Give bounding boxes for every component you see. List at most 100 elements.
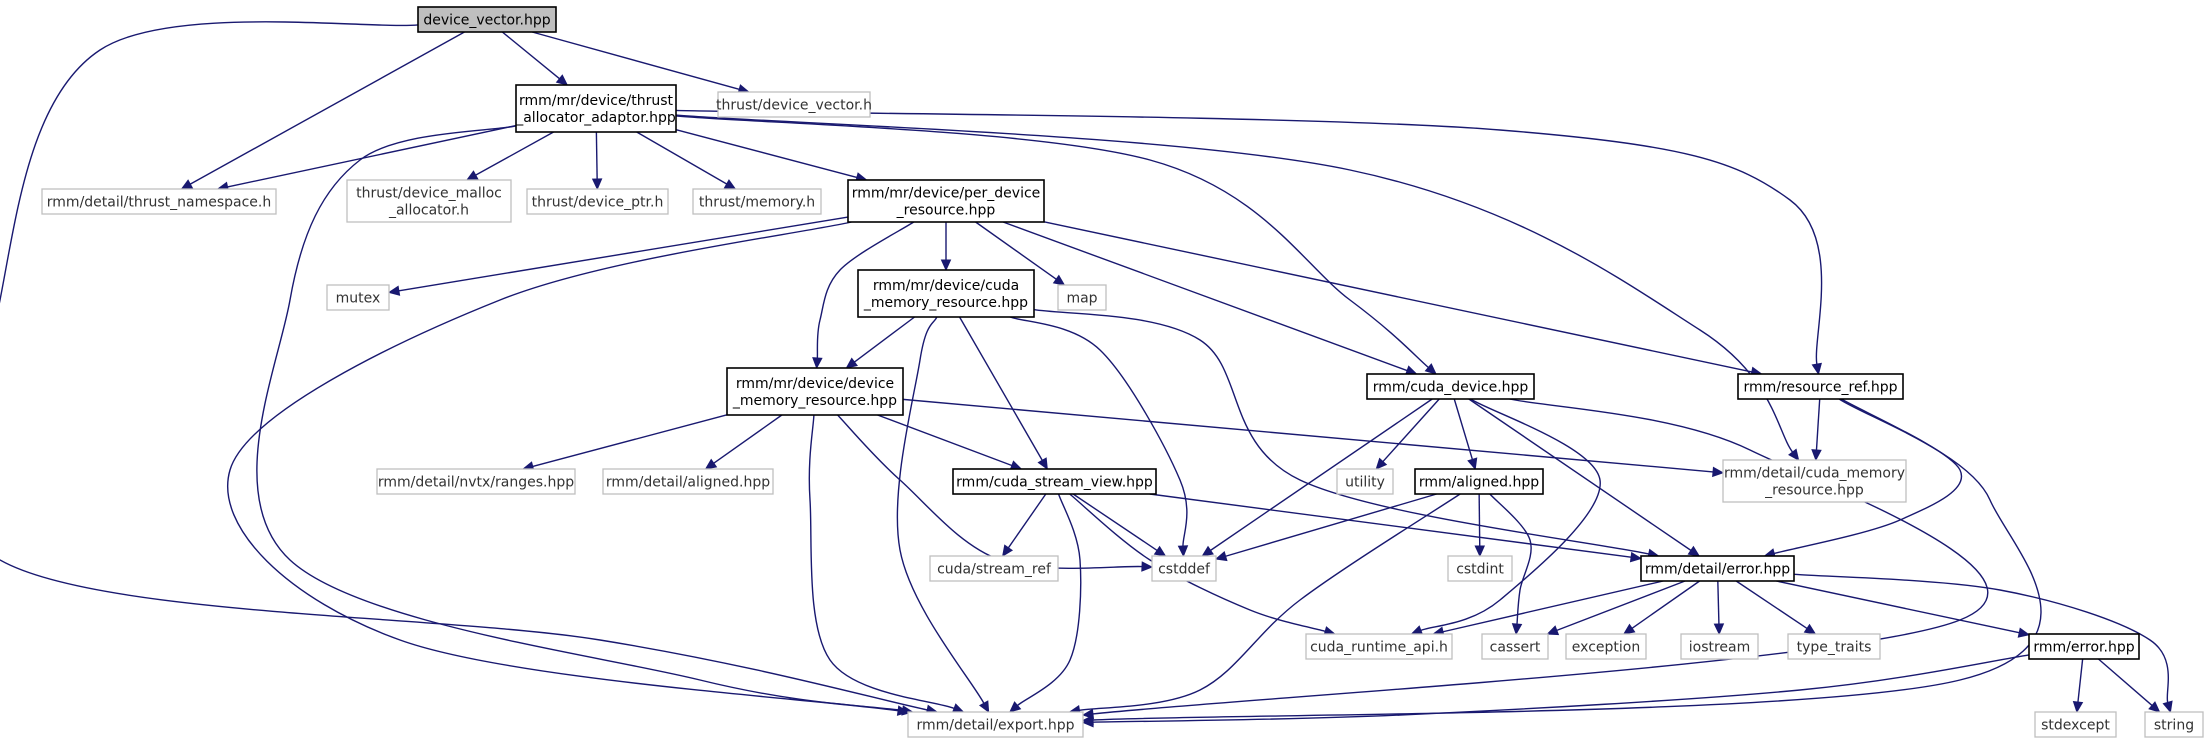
graph-nodes: device_vector.hpprmm/mr/device/thrust_al… (41, 6, 2204, 738)
node-label: thrust/memory.h (699, 195, 815, 211)
node-label: rmm/mr/device/device (736, 376, 894, 392)
edge-cuda_device-to-cstddef (1201, 398, 1433, 557)
node-per-device-resource[interactable]: rmm/mr/device/per_device_resource.hpp (847, 179, 1045, 223)
node-label: iostream (1689, 640, 1751, 656)
node-label: cassert (1490, 640, 1541, 656)
edge-per_device_resource-to-resource_ref (1043, 221, 1763, 377)
edge-rmm_aligned-to-cstddef (1214, 493, 1437, 562)
node-exception: exception (1565, 633, 1647, 660)
edge-device_vector-to-thrust_alloc (501, 31, 569, 86)
node-device-ptr: thrust/device_ptr.h (526, 188, 669, 215)
node-cuda-memory-resource[interactable]: rmm/mr/device/cuda_memory_resource.hpp (857, 269, 1035, 318)
node-label: rmm/mr/device/cuda (873, 278, 1019, 294)
node-label: rmm/detail/error.hpp (1645, 562, 1790, 578)
node-label: rmm/detail/nvtx/ranges.hpp (378, 475, 574, 491)
node-cuda-runtime-api: cuda_runtime_api.h (1305, 633, 1453, 660)
node-label: cstdint (1456, 562, 1504, 578)
node-label: _resource.hpp (896, 203, 996, 219)
graph-edges (0, 21, 2173, 728)
edge-thrust_alloc-to-detail_cuda_memory_resource (675, 114, 1800, 461)
edge-detail_error-to-cassert (1546, 580, 1686, 636)
node-device-vector[interactable]: device_vector.hpp (417, 6, 557, 33)
node-label: rmm/detail/thrust_namespace.h (47, 195, 271, 211)
edge-cuda_stream_view-to-detail_error (1149, 493, 1643, 563)
node-thrust-alloc[interactable]: rmm/mr/device/thrust_allocator_adaptor.h… (515, 84, 677, 133)
edge-detail_error-to-type_traits (1735, 580, 1817, 635)
edge-cuda_stream_view-to-cuda_stream_ref (1001, 493, 1047, 558)
edge-detail_error-to-rmm_error (1776, 580, 2031, 638)
node-label: mutex (336, 291, 381, 307)
edge-device_memory_resource-to-cuda_stream_view (877, 414, 1023, 471)
node-label: _memory_resource.hpp (863, 295, 1028, 311)
edge-per_device_resource-to-mutex (387, 216, 849, 296)
node-label: utility (1345, 475, 1385, 491)
edge-detail_error-to-iostream (1713, 580, 1725, 636)
edge-cuda_stream_view-to-detail_export (1009, 493, 1082, 713)
node-cassert: cassert (1481, 633, 1549, 660)
node-cstdint: cstdint (1447, 555, 1513, 582)
node-thrust-memory: thrust/memory.h (692, 188, 822, 215)
node-string: string (2144, 711, 2204, 738)
node-detail-error[interactable]: rmm/detail/error.hpp (1640, 555, 1795, 582)
node-label: _allocator.h (388, 203, 469, 219)
edge-device_memory_resource-to-detail_aligned (704, 414, 783, 470)
edge-device_vector-to-thrust_namespace (180, 31, 465, 190)
node-label: _resource.hpp (1764, 483, 1864, 499)
edge-device_memory_resource-to-cstddef (837, 414, 1154, 572)
node-label: cstddef (1158, 562, 1211, 578)
node-cuda-device[interactable]: rmm/cuda_device.hpp (1366, 373, 1535, 400)
node-label: rmm/cuda_stream_view.hpp (956, 475, 1153, 491)
node-label: rmm/mr/device/thrust (519, 93, 674, 109)
node-resource-ref[interactable]: rmm/resource_ref.hpp (1737, 373, 1904, 400)
edge-thrust_alloc-to-device_ptr (591, 131, 603, 191)
node-label: device_vector.hpp (423, 13, 550, 29)
edge-rmm_error-to-stdexcept (2072, 658, 2084, 714)
node-rmm-aligned[interactable]: rmm/aligned.hpp (1414, 468, 1544, 495)
node-label: rmm/detail/aligned.hpp (606, 475, 770, 491)
node-thrust-device-vector: thrust/device_vector.h (716, 91, 872, 118)
edge-rmm_error-to-detail_export (1081, 654, 2030, 728)
edge-cuda_memory_resource-to-device_memory_resource (845, 316, 916, 369)
node-label: exception (1572, 640, 1640, 656)
node-label: thrust/device_vector.h (716, 98, 872, 114)
edge-cuda_memory_resource-to-cstddef (1009, 316, 1189, 558)
edge-resource_ref-to-detail_cuda_memory_resource (1811, 398, 1822, 462)
edge-per_device_resource-to-map (975, 221, 1066, 286)
node-detail-aligned: rmm/detail/aligned.hpp (602, 468, 774, 495)
node-label: thrust/device_ptr.h (532, 195, 664, 211)
edge-cuda_memory_resource-to-cuda_stream_view (958, 316, 1048, 471)
edge-device_memory_resource-to-nvtx_ranges (521, 414, 728, 472)
node-detail-export: rmm/detail/export.hpp (907, 711, 1084, 738)
edge-device_memory_resource-to-detail_cuda_memory_resource (902, 398, 1725, 478)
edge-thrust_alloc-to-cuda_device (675, 115, 1437, 375)
node-utility: utility (1336, 468, 1394, 495)
edge-thrust_alloc-to-per_device_resource (675, 128, 868, 183)
edge-cuda_device-to-cuda_runtime_api (1410, 398, 1601, 636)
node-rmm-error[interactable]: rmm/error.hpp (2028, 633, 2140, 660)
edge-cuda_memory_resource-to-detail_export (896, 316, 990, 714)
node-label: thrust/device_malloc (356, 186, 502, 202)
node-nvtx-ranges: rmm/detail/nvtx/ranges.hpp (376, 468, 576, 495)
node-label: type_traits (1797, 640, 1872, 656)
node-label: rmm/detail/cuda_memory (1724, 466, 1905, 482)
edge-thrust_alloc-to-thrust_memory (636, 131, 737, 190)
node-type-traits: type_traits (1787, 633, 1881, 660)
node-iostream: iostream (1680, 633, 1759, 660)
edge-detail_error-to-exception (1622, 580, 1701, 635)
node-label: _memory_resource.hpp (732, 393, 897, 409)
node-label: _allocator_adaptor.hpp (515, 110, 676, 126)
node-map: map (1057, 284, 1107, 311)
node-cstddef: cstddef (1151, 555, 1217, 582)
node-label: cuda/stream_ref (937, 562, 1052, 578)
edge-thrust_alloc-to-resource_ref (675, 109, 1823, 376)
node-label: rmm/resource_ref.hpp (1743, 380, 1897, 396)
node-thrust-namespace: rmm/detail/thrust_namespace.h (41, 188, 277, 215)
edge-per_device_resource-to-cuda_memory_resource (940, 222, 952, 272)
node-cuda-stream-view[interactable]: rmm/cuda_stream_view.hpp (952, 468, 1157, 495)
edge-detail_error-to-string (1793, 573, 2173, 714)
node-label: rmm/mr/device/per_device (852, 186, 1041, 202)
node-mutex: mutex (326, 284, 390, 311)
node-device-memory-resource[interactable]: rmm/mr/device/device_memory_resource.hpp (726, 367, 904, 416)
node-label: rmm/error.hpp (2033, 640, 2134, 656)
